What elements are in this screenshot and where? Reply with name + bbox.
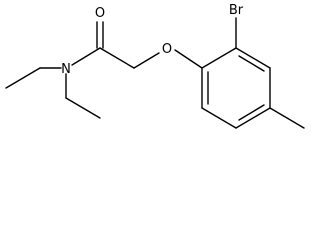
bond-ethyl2-ch2-ch3 (65, 97, 101, 119)
atom-label-bromine: Br (229, 3, 244, 18)
bond-ch2-o-ether (133, 52, 160, 69)
ring-bond-4-5 (235, 107, 271, 129)
bond-carbonyl-c-ch2 (99, 47, 135, 69)
bond-o-ether-ring (174, 49, 203, 69)
atom-label-carbonyl-oxygen: O (95, 6, 105, 21)
atom-label-nitrogen: N (61, 62, 71, 77)
ring-bond-2-3 (235, 47, 271, 69)
ring-bond-1-2 (201, 47, 237, 69)
bond-ethyl1-ch2-ch3 (5, 67, 41, 89)
atom-label-ether-oxygen: O (162, 42, 172, 57)
chemical-structure: O N O Br (5, 3, 305, 129)
ring-bond-5-6 (201, 107, 237, 129)
bond-n-carbonyl-c (71, 47, 101, 66)
ring-double-2-3 (238, 55, 265, 72)
bond-ring-methyl (269, 107, 305, 129)
ring-double-4-5 (238, 104, 265, 121)
